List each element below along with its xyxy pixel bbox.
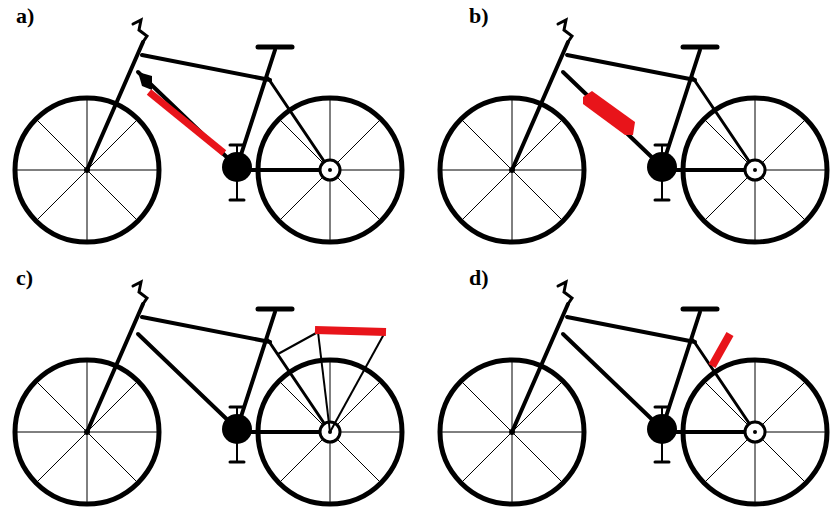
battery xyxy=(315,330,386,332)
battery xyxy=(712,334,730,366)
bike-a xyxy=(15,20,402,242)
panel-label: d) xyxy=(467,266,491,290)
bike-c xyxy=(15,282,402,504)
battery xyxy=(149,92,224,153)
bike-d xyxy=(440,282,827,504)
battery xyxy=(583,91,635,135)
bike-b xyxy=(440,20,827,242)
panel-label: b) xyxy=(467,4,491,28)
panel-label: c) xyxy=(14,266,35,290)
panel-label: a) xyxy=(14,4,36,28)
battery-mount xyxy=(138,72,152,90)
rear-rack xyxy=(278,332,384,432)
